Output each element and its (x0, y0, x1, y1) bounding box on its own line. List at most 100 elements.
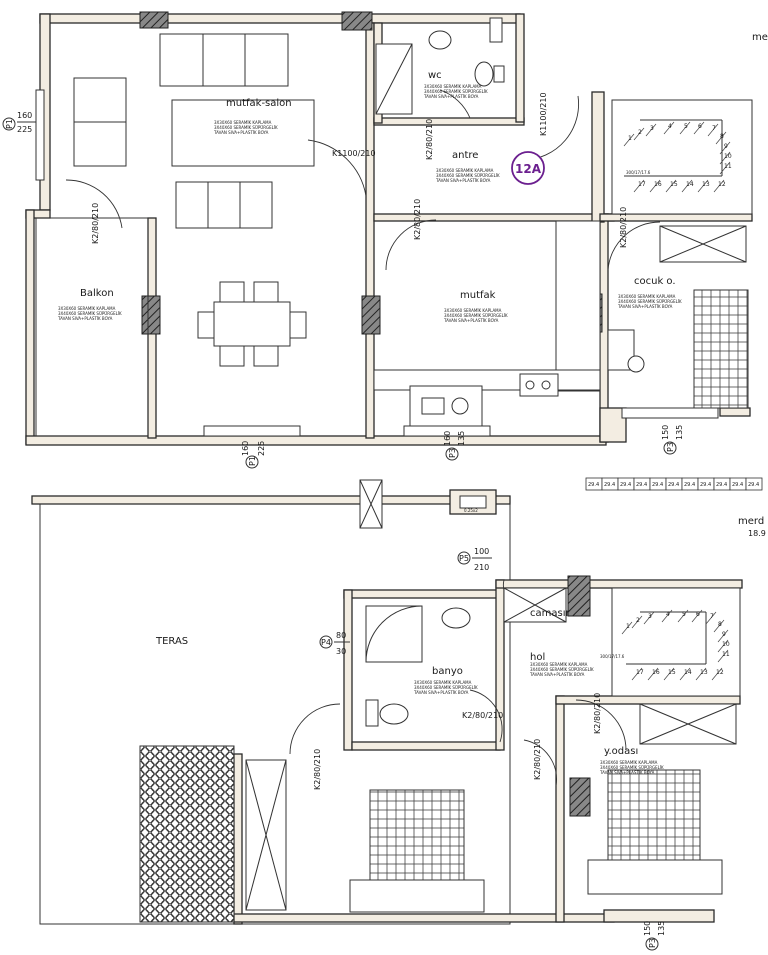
stairs-upper-step-tread (623, 133, 635, 147)
bedroom-furniture (349, 703, 737, 913)
stairs-upper-step-number: 13 (702, 181, 710, 188)
stairs-lower-step-number: 3 (648, 613, 652, 620)
stairs-lower-step-number: 9 (722, 631, 726, 638)
stairs-lower-step-number: 11 (722, 651, 730, 658)
room-mutfak-salon: mutfak-salon (226, 98, 292, 109)
window-tag-p5: P5 100 210 (457, 547, 492, 572)
window-tag-p3-cocuk-w: 150 (661, 425, 670, 440)
lower-columns (359, 479, 591, 817)
stairs-upper-step-tread (713, 179, 725, 193)
stairs-upper-step-number: 6 (698, 123, 702, 130)
door-label-k280-balkon: K2/80/210 (91, 203, 100, 244)
lower-floor: TERAS banyo hol camasır y.odası merd 18.… (31, 477, 766, 951)
stairs-lower (611, 587, 741, 697)
finish-note-antre-1: 3X30X60 SERAMİK KAPLAMA (436, 168, 494, 173)
stairs-upper-step-number: 16 (654, 181, 662, 188)
stair-detail-value: 29.4 (716, 482, 727, 488)
window-tag-p1-bottom-id: P1 (248, 456, 257, 466)
stairs-lower-step-number: 14 (684, 669, 692, 676)
stairs-upper-step-tread (633, 127, 645, 141)
stairs-lower-step-tread (679, 667, 691, 681)
stairs-upper-step-number: 11 (724, 163, 732, 170)
window-tag-p4: P4 80 30 (319, 631, 350, 656)
stairs-upper-step-number: 12 (718, 181, 726, 188)
stairs-upper-step-tread (693, 121, 705, 135)
finish-note-yodasi-1: 3X30X60 SERAMİK KAPLAMA (600, 760, 658, 765)
stairs-upper-step-tread (665, 179, 677, 193)
finish-note-cocuk-1: 3X30X60 SERAMİK KAPLAMA (618, 294, 676, 299)
stairs-lower-step-tread (717, 629, 729, 643)
finish-note-balkon-3: TAVAN SIVA+PLASTİK BOYA (57, 316, 113, 321)
room-balkon: Balkon (80, 288, 114, 299)
room-antre: antre (452, 150, 478, 161)
stairs-lower-step-tread (631, 615, 643, 629)
stair-detail-value: 29.4 (620, 482, 631, 488)
finish-note-banyo-2: 3X40X60 SERAMİK SÜPÜRGELİK (414, 685, 478, 690)
kitchen-counter (373, 220, 601, 427)
window-tag-p3-mutfak-h: 135 (457, 431, 466, 446)
door-label-k280-wc: K2/80/210 (425, 119, 434, 160)
stairs-lower-step-tread (713, 619, 725, 633)
finish-note-hol-1: 3X30X60 SERAMİK KAPLAMA (530, 662, 588, 667)
room-mutfak: mutfak (460, 290, 496, 301)
stairs-upper-step-tread (715, 131, 727, 145)
finish-note-cocuk-2: 3X40X60 SERAMİK SÜPÜRGELİK (618, 299, 682, 304)
stairs-lower-step-tread (705, 611, 717, 625)
room-labels-upper: mutfak-salon antre wc mutfak Balkon cocu… (80, 32, 768, 301)
stairs-lower-step-number: 5 (682, 611, 686, 618)
finish-note-cocuk-3: TAVAN SIVA+PLASTİK BOYA (617, 304, 673, 309)
stairs-upper-step-number: 14 (686, 181, 694, 188)
stairs-lower-step-tread (695, 667, 707, 681)
window-tag-p3-mutfak: P3 160 135 (443, 431, 466, 461)
window-tag-p5-h: 210 (474, 563, 489, 572)
stair-detail-value: 29.4 (732, 482, 743, 488)
door-label-k1100-antre: K1100/210 (539, 92, 548, 136)
stair-detail-value: 29.4 (748, 482, 759, 488)
stairs-upper-step-tread (679, 121, 691, 135)
stairs-lower-step-number: 4 (666, 611, 670, 618)
door-label-k280-banyo: K2/80/210 (462, 711, 503, 720)
window-tag-p3-mutfak-w: 160 (443, 431, 452, 446)
stairs-lower-step-number: 16 (652, 669, 660, 676)
upper-floor: 12A mutfak-salon antre wc mutfak Balkon … (2, 11, 768, 469)
stairs-lower-step-tread (621, 621, 633, 635)
window-tag-p1-left: P1 160 225 (2, 111, 36, 134)
stairs-lower-step-tread (631, 667, 643, 681)
living-furniture (73, 33, 315, 367)
room-hol: hol (530, 652, 545, 663)
window-tag-p1-left-w: 160 (17, 111, 32, 120)
room-labels-lower: TERAS banyo hol camasır y.odası merd 18.… (155, 516, 766, 757)
window-tag-p1-bottom-h: 225 (257, 441, 266, 456)
window-tag-p3-bottom-id: P3 (648, 938, 657, 948)
wc-fixtures (373, 17, 505, 124)
stair-detail-value: 29.4 (684, 482, 695, 488)
finish-note-mutfak-2: 3X40X60 SERAMİK SÜPÜRGELİK (444, 313, 508, 318)
stairs-upper-step-number: 5 (684, 123, 688, 130)
stairs-upper-label: 300/17/17.6 (626, 170, 651, 175)
finish-note-yodasi-2: 3X40X60 SERAMİK SÜPÜRGELİK (600, 765, 664, 770)
room-camasir: camasır (530, 608, 570, 619)
finish-note-wc-3: TAVAN SIVA+PLASTİK BOYA (423, 94, 479, 99)
unit-badge-label: 12A (515, 162, 542, 176)
stairs-lower-step-number: 17 (636, 669, 644, 676)
stairs-upper-step-tread (719, 161, 731, 175)
room-yodasi: y.odası (604, 746, 638, 757)
stairs-lower-step-tread (717, 639, 729, 653)
stair-detail-value: 29.4 (636, 482, 647, 488)
room-teras: TERAS (155, 636, 188, 647)
window-tag-p3-bottom-w: 150 (643, 921, 652, 936)
stairs-lower-step-tread (661, 609, 673, 623)
stairs-lower-step-number: 15 (668, 669, 676, 676)
stairs-lower-step-tread (717, 649, 729, 663)
stair-detail-value: 29.4 (652, 482, 663, 488)
stairs-lower-step-number: 1 (626, 623, 630, 630)
stairs-lower-step-number: 13 (700, 669, 708, 676)
finish-note-balkon-2: 3X40X60 SERAMİK SÜPÜRGELİK (58, 311, 122, 316)
stairs-upper-step-tread (645, 123, 657, 137)
stairs-upper-step-number: 1 (628, 135, 632, 142)
stairs-upper-step-number: 17 (638, 181, 646, 188)
door-label-k280-cocuk: K2/80/210 (619, 207, 628, 248)
room-wc: wc (428, 70, 442, 81)
